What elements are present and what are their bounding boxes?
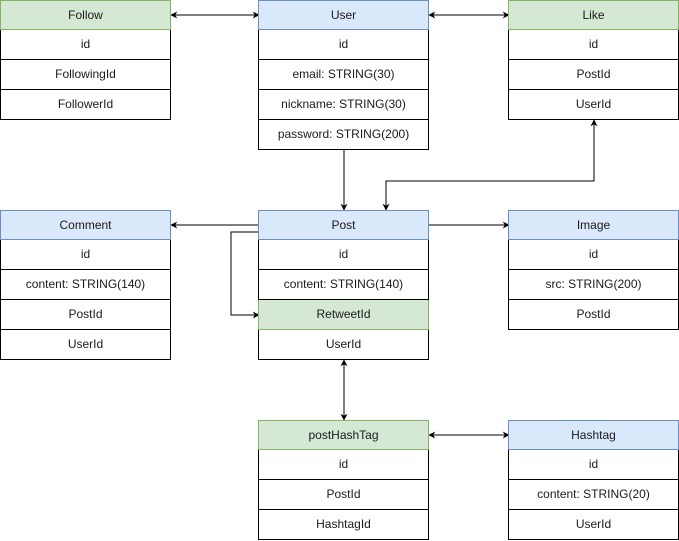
entity-field: FollowerId (0, 90, 171, 120)
entity-field: id (258, 240, 429, 270)
entity-field: email: STRING(30) (258, 60, 429, 90)
entity-field: UserId (0, 330, 171, 360)
entity-title: postHashTag (258, 420, 429, 450)
entity-field: nickname: STRING(30) (258, 90, 429, 120)
entity-title: Comment (0, 210, 171, 240)
entity-post[interactable]: Post id content: STRING(140) RetweetId U… (258, 210, 429, 360)
entity-comment[interactable]: Comment id content: STRING(140) PostId U… (0, 210, 171, 360)
entity-field: id (0, 240, 171, 270)
entity-title: Hashtag (508, 420, 679, 450)
entity-field: id (258, 30, 429, 60)
edge-post-retweet (230, 231, 260, 319)
entity-field-highlighted: RetweetId (258, 300, 429, 330)
entity-field: content: STRING(140) (0, 270, 171, 300)
entity-title: Image (508, 210, 679, 240)
entity-field: HashtagId (258, 510, 429, 540)
entity-field: id (508, 450, 679, 480)
edge-like-post (382, 119, 598, 211)
entity-title: Like (508, 0, 679, 30)
entity-title: Follow (0, 0, 171, 30)
entity-field: PostId (0, 300, 171, 330)
entity-field: id (508, 30, 679, 60)
entity-field: PostId (258, 480, 429, 510)
entity-user[interactable]: User id email: STRING(30) nickname: STRI… (258, 0, 429, 150)
entity-field: id (0, 30, 171, 60)
entity-field: UserId (258, 330, 429, 360)
entity-field: id (258, 450, 429, 480)
entity-field: FollowingId (0, 60, 171, 90)
entity-image[interactable]: Image id src: STRING(200) PostId (508, 210, 679, 330)
entity-field: src: STRING(200) (508, 270, 679, 300)
entity-field: UserId (508, 510, 679, 540)
entity-field: content: STRING(20) (508, 480, 679, 510)
entity-follow[interactable]: Follow id FollowingId FollowerId (0, 0, 171, 120)
entity-field: UserId (508, 90, 679, 120)
entity-title: User (258, 0, 429, 30)
entity-like[interactable]: Like id PostId UserId (508, 0, 679, 120)
entity-hashtag[interactable]: Hashtag id content: STRING(20) UserId (508, 420, 679, 540)
entity-field: PostId (508, 300, 679, 330)
entity-field: id (508, 240, 679, 270)
entity-field: PostId (508, 60, 679, 90)
entity-field: password: STRING(200) (258, 120, 429, 150)
entity-posthashtag[interactable]: postHashTag id PostId HashtagId (258, 420, 429, 540)
entity-title: Post (258, 210, 429, 240)
entity-field: content: STRING(140) (258, 270, 429, 300)
